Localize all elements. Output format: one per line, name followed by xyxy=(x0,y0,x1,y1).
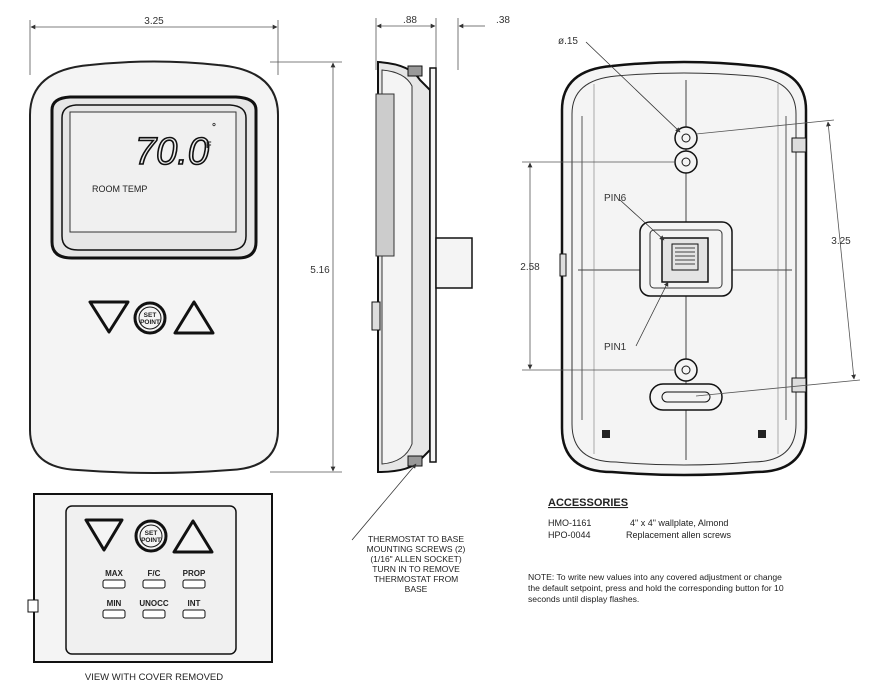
top-mounting-screw xyxy=(407,65,423,77)
left-vertical-dim-label: 2.58 xyxy=(520,262,540,273)
temperature-readout: 70.0 xyxy=(135,131,209,173)
lcd-screen xyxy=(69,111,237,233)
cover-down-button[interactable] xyxy=(84,518,124,552)
left-foot-mark xyxy=(602,430,610,438)
side-base-label: .38 xyxy=(496,15,510,26)
side-base-plate xyxy=(429,67,437,463)
min-button[interactable] xyxy=(102,609,126,619)
setpoint-label-line2: POINT xyxy=(140,319,160,326)
cover-setpoint-label-line1: SET xyxy=(145,530,158,537)
back-view: ø.15 PIN6 PIN1 2.58 3.25 xyxy=(520,36,861,477)
fc-button[interactable] xyxy=(142,579,166,589)
front-height-label: 5.16 xyxy=(310,265,330,276)
note-line-1: NOTE: To write new values into any cover… xyxy=(528,572,782,582)
setpoint-button[interactable]: SET POINT xyxy=(133,301,167,335)
front-view: 3.25 5.16 70.0 ° F ROOM TEMP SET POINT xyxy=(29,16,342,474)
accessory-part-1: HMO-1161 xyxy=(548,518,591,528)
cover-removed-tab xyxy=(27,599,39,613)
triangle-up-icon xyxy=(173,300,215,335)
int-button[interactable] xyxy=(182,609,206,619)
pin1-label: PIN1 xyxy=(604,342,627,353)
svg-text:TURN IN TO REMOVE: TURN IN TO REMOVE xyxy=(372,564,460,574)
bottom-mounting-screw xyxy=(407,455,423,467)
triangle-down-icon xyxy=(84,518,124,552)
unocc-button[interactable] xyxy=(142,609,166,619)
bottom-slot xyxy=(649,383,723,411)
accessory-desc-1: 4" x 4" wallplate, Almond xyxy=(630,518,728,528)
right-clip-bottom xyxy=(791,377,807,393)
front-width-dimension xyxy=(29,20,279,75)
right-clip-top xyxy=(791,137,807,153)
setpoint-label-line1: SET xyxy=(144,312,157,319)
screw-callout-text: THERMOSTAT TO BASE MOUNTING SCREWS (2) (… xyxy=(367,534,466,594)
svg-text:(1/16" ALLEN SOCKET): (1/16" ALLEN SOCKET) xyxy=(370,554,462,564)
prop-button[interactable] xyxy=(182,579,206,589)
min-label: MIN xyxy=(107,599,122,608)
left-side-tab xyxy=(559,253,567,277)
svg-text:BASE: BASE xyxy=(405,584,428,594)
bottom-mounting-hole xyxy=(674,358,698,382)
unocc-label: UNOCC xyxy=(139,599,169,608)
accessory-part-2: HPO-0044 xyxy=(548,530,591,540)
side-dimensions xyxy=(375,18,485,70)
front-height-dimension xyxy=(270,61,342,473)
room-temp-label: ROOM TEMP xyxy=(92,184,147,194)
top-mounting-hole xyxy=(674,126,698,174)
svg-text:THERMOSTAT FROM: THERMOSTAT FROM xyxy=(374,574,459,584)
side-view: .88 .38 THERMOSTAT TO BASE MOUNTING SCRE… xyxy=(351,15,510,594)
pin6-label: PIN6 xyxy=(604,193,627,204)
cover-up-button[interactable] xyxy=(172,519,214,554)
pin6-leader xyxy=(619,199,665,241)
max-button[interactable] xyxy=(102,579,126,589)
max-label: MAX xyxy=(105,569,123,578)
side-display-window xyxy=(375,93,395,257)
accessories-section: ACCESSORIES HMO-1161 4" x 4" wallplate, … xyxy=(548,497,732,540)
triangle-down-icon xyxy=(88,300,130,334)
note-line-2: the default setpoint, press and hold the… xyxy=(528,583,784,593)
fc-label: F/C xyxy=(148,569,161,578)
note-section: NOTE: To write new values into any cover… xyxy=(528,572,784,604)
int-label: INT xyxy=(188,599,201,608)
rj-jack-housing xyxy=(639,221,733,297)
svg-text:MOUNTING SCREWS (2): MOUNTING SCREWS (2) xyxy=(367,544,466,554)
right-foot-mark xyxy=(758,430,766,438)
right-vertical-dim-label: 3.25 xyxy=(831,236,851,247)
prop-label: PROP xyxy=(183,569,206,578)
down-button[interactable] xyxy=(88,300,130,334)
unit-letter: F xyxy=(206,140,212,150)
right-vertical-dimension xyxy=(695,119,861,397)
side-connector-block xyxy=(435,237,473,289)
cover-removed-caption: VIEW WITH COVER REMOVED xyxy=(85,672,223,683)
svg-text:THERMOSTAT TO BASE: THERMOSTAT TO BASE xyxy=(368,534,464,544)
degree-symbol: ° xyxy=(212,122,216,133)
up-button[interactable] xyxy=(173,300,215,335)
left-vertical-dimension xyxy=(522,161,676,371)
back-plate-inner xyxy=(571,72,797,466)
display-inner-frame xyxy=(61,104,247,251)
front-width-label: 3.25 xyxy=(144,16,164,27)
pin1-leader xyxy=(635,281,669,347)
side-tab xyxy=(371,301,381,331)
back-plate-rails xyxy=(581,116,787,420)
cover-setpoint-button[interactable]: SET POINT xyxy=(134,519,168,553)
cover-removed-view: SET POINT MAX F/C PROP MIN UNOCC INT VIE… xyxy=(27,493,273,683)
screw-callout-leader xyxy=(351,463,417,541)
cover-setpoint-label-line2: POINT xyxy=(141,537,161,544)
hole-dia-leader xyxy=(585,41,681,133)
accessory-desc-2: Replacement allen screws xyxy=(626,530,732,540)
side-depth-label: .88 xyxy=(403,15,417,26)
triangle-up-icon xyxy=(172,519,214,554)
note-line-3: seconds until display flashes. xyxy=(528,594,639,604)
hole-diameter-label: ø.15 xyxy=(558,36,578,47)
accessories-heading: ACCESSORIES xyxy=(548,497,628,509)
